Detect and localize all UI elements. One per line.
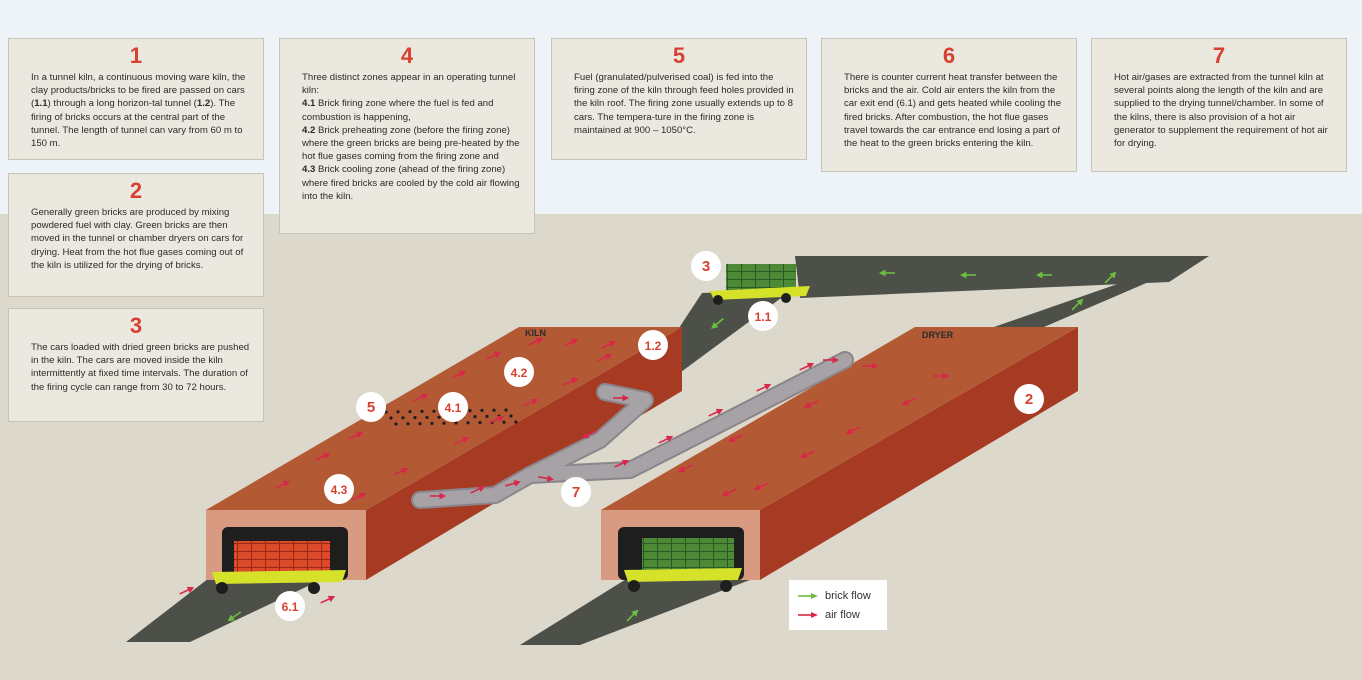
kiln-exit-track	[126, 575, 325, 642]
card-text: ) through a long horizon-tal tunnel (	[47, 98, 197, 110]
card-paragraph: 4.2 Brick preheating zone (before the fi…	[302, 124, 524, 164]
dryer-label: DRYER	[922, 330, 954, 340]
card-paragraph: Three distinct zones appear in an operat…	[302, 71, 524, 97]
card-text: Fuel (granulated/pulverised coal) is fed…	[574, 72, 794, 136]
marker-1-1: 1.1	[748, 301, 778, 331]
card-text: ). The firing of bricks occurs at the ce…	[31, 98, 243, 150]
card-text: Three distinct zones appear in an operat…	[302, 72, 516, 97]
marker-3: 3	[691, 251, 721, 281]
air-flow-arrow	[318, 593, 337, 607]
legend-brick-flow-label: brick flow	[825, 589, 871, 602]
card-number: 4	[400, 43, 414, 68]
card-paragraph: Hot air/gases are extracted from the tun…	[1114, 71, 1336, 150]
info-card-1: 1 In a tunnel kiln, a continuous moving w…	[8, 38, 264, 160]
marker-6-1: 6.1	[275, 591, 305, 621]
svg-text:4.1: 4.1	[445, 401, 462, 415]
card-number: 3	[129, 313, 143, 338]
marker-4-2: 4.2	[504, 357, 534, 387]
svg-text:1.1: 1.1	[755, 310, 772, 324]
card-text: In a tunnel kiln, a continuous moving wa…	[31, 72, 246, 110]
card-text: Brick cooling zone (ahead of the firing …	[302, 164, 520, 202]
card-text: Hot air/gases are extracted from the tun…	[1114, 72, 1328, 150]
red-arrow-icon	[798, 611, 818, 618]
svg-text:4.3: 4.3	[331, 483, 348, 497]
brick-car-entry	[710, 264, 810, 305]
card-text-bold: 4.2	[302, 124, 316, 136]
card-text-bold: 4.3	[302, 164, 316, 176]
marker-5: 5	[356, 392, 386, 422]
card-number: 7	[1212, 43, 1226, 68]
return-track-top	[795, 256, 1209, 298]
green-arrow-icon	[798, 592, 818, 599]
svg-text:3: 3	[702, 258, 710, 275]
svg-text:6.1: 6.1	[282, 600, 299, 614]
card-paragraph: Fuel (granulated/pulverised coal) is fed…	[574, 71, 796, 137]
card-number: 2	[129, 178, 143, 203]
svg-text:5: 5	[367, 399, 375, 416]
dryer-top	[601, 327, 1078, 510]
marker-4-3: 4.3	[324, 474, 354, 504]
svg-text:1.2: 1.2	[645, 339, 662, 353]
marker-7: 7	[561, 477, 591, 507]
card-paragraph: 4.1 Brick firing zone where the fuel is …	[302, 97, 524, 123]
card-text-bold: 4.1	[302, 98, 316, 110]
card-text-bold: 1.2	[196, 98, 211, 110]
card-paragraph: Generally green bricks are produced by m…	[31, 206, 253, 272]
svg-text:2: 2	[1025, 391, 1033, 408]
card-number: 6	[942, 43, 956, 68]
legend-air-flow-label: air flow	[825, 608, 860, 621]
brick-car-kiln-exit	[212, 541, 346, 594]
legend-brick-flow: brick flow	[797, 586, 879, 605]
brick-car-dryer	[624, 538, 742, 592]
card-number: 1	[129, 43, 143, 68]
card-text: Brick preheating zone (before the firing…	[302, 124, 520, 163]
track-network	[126, 256, 1209, 645]
card-text-bold: 1.1	[34, 98, 48, 110]
svg-text:4.2: 4.2	[511, 366, 528, 380]
legend-air-flow: air flow	[797, 605, 879, 624]
card-paragraph: The cars loaded with dried green bricks …	[31, 341, 253, 394]
marker-4-1: 4.1	[438, 392, 468, 422]
legend: brick flow air flow	[789, 580, 887, 630]
marker-2: 2	[1014, 384, 1044, 414]
card-paragraph: In a tunnel kiln, a continuous moving wa…	[31, 71, 253, 150]
dryer-side	[760, 327, 1078, 580]
marker-1-2: 1.2	[638, 330, 668, 360]
card-text: The cars loaded with dried green bricks …	[31, 342, 250, 393]
step-markers: 3 1.1 1.2 4.2 4.1 5 4.3 7 6.1 2	[275, 251, 1044, 621]
card-paragraph: There is counter current heat transfer b…	[844, 71, 1066, 150]
card-text: Brick firing zone where the fuel is fed …	[302, 98, 494, 123]
card-number: 5	[672, 43, 686, 68]
svg-text:7: 7	[572, 484, 580, 501]
card-text: Generally green bricks are produced by m…	[31, 207, 244, 271]
card-paragraph: 4.3 Brick cooling zone (ahead of the fir…	[302, 163, 524, 203]
return-track-down	[994, 256, 1209, 327]
card-text: There is counter current heat transfer b…	[844, 72, 1062, 150]
kiln-label: KILN	[525, 328, 546, 338]
